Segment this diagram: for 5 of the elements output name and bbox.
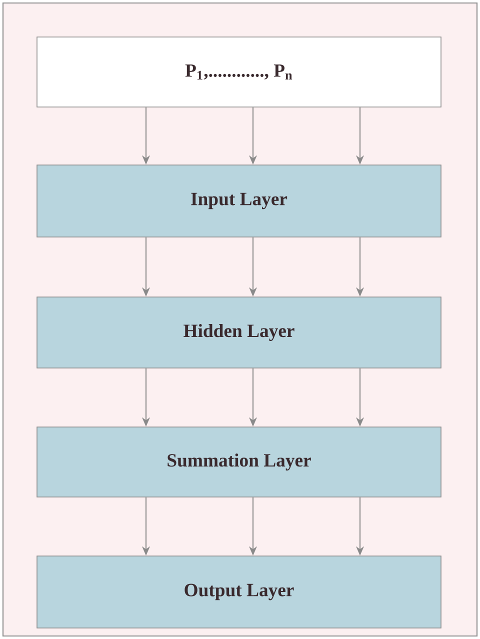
layer-box: Output Layer bbox=[36, 556, 442, 628]
layer-box: Hidden Layer bbox=[36, 296, 442, 368]
input-box: P$_{1}$,............, P$_{n}$ bbox=[36, 36, 442, 108]
layer-box: Summation Layer bbox=[36, 426, 442, 498]
layer-box: Input Layer bbox=[36, 164, 442, 238]
